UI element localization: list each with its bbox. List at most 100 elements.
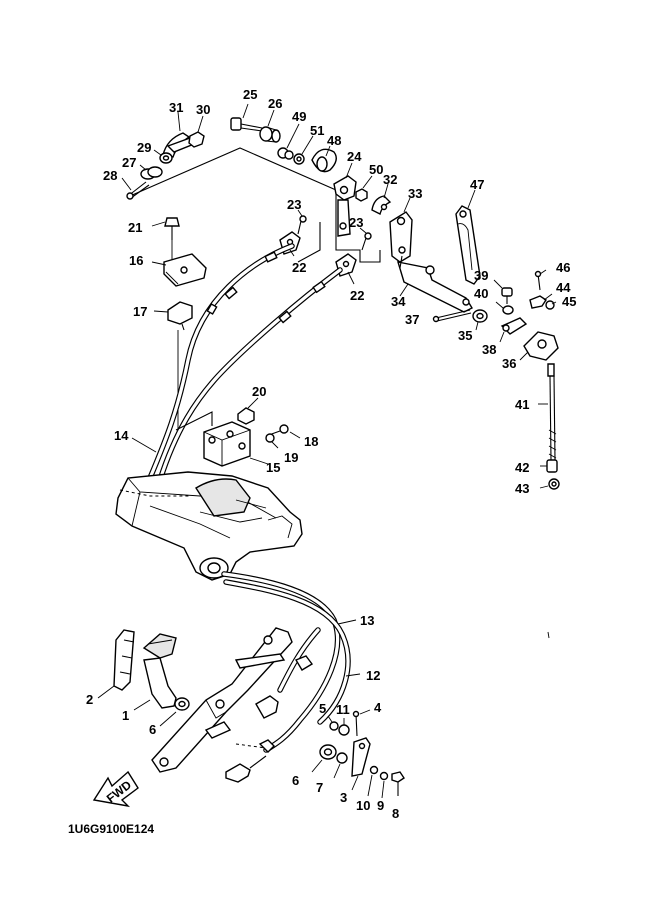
part-47-lever: [455, 189, 481, 285]
part-18-bolt: [265, 424, 301, 439]
callout-9: 9: [377, 798, 384, 813]
callout-18: 18: [304, 434, 318, 449]
part-24-lever: [333, 162, 357, 237]
part-14-cables: [131, 243, 343, 483]
callout-30: 30: [196, 102, 210, 117]
callout-27: 27: [122, 155, 136, 170]
callout-21: 21: [128, 220, 142, 235]
part-3-link: [351, 737, 371, 791]
part-27-bushing: [139, 164, 163, 180]
part-17-clamp: [153, 301, 193, 331]
callout-33: 33: [408, 186, 422, 201]
callout-31: 31: [169, 100, 183, 115]
callout-1: 1: [122, 708, 129, 723]
part-44-clip: [529, 293, 553, 309]
callout-47: 47: [470, 177, 484, 192]
part-23-bolt-left: [297, 209, 307, 235]
part-19-washer: [265, 433, 279, 449]
callout-23-left: 23: [287, 197, 301, 212]
part-45-nut: [545, 300, 557, 310]
part-43-nut: [539, 478, 560, 490]
part-21-screw: [151, 217, 180, 240]
part-4-pin: [352, 709, 371, 737]
callout-46: 46: [556, 260, 570, 275]
part-8-bolt: [391, 771, 405, 796]
part-6-spacer-left: [159, 697, 190, 727]
callout-50: 50: [369, 162, 383, 177]
callout-19: 19: [284, 450, 298, 465]
part-23-bolt-right: [359, 227, 372, 251]
part-33-lever-arm: [389, 197, 413, 263]
callout-2: 2: [86, 692, 93, 707]
callout-6-right: 6: [292, 773, 299, 788]
callout-42: 42: [515, 460, 529, 475]
diagram-code: 1U6G9100E124: [68, 822, 154, 836]
part-26-collar: [259, 109, 281, 143]
part-25-bolt: [230, 103, 263, 132]
part-38-link: [499, 317, 528, 343]
callout-22-left: 22: [292, 260, 306, 275]
callout-16: 16: [129, 253, 143, 268]
callout-38: 38: [482, 342, 496, 357]
callout-7: 7: [316, 780, 323, 795]
part-2-bracket: [97, 629, 135, 699]
callout-26: 26: [268, 96, 282, 111]
part-13-cable: [221, 571, 357, 753]
callout-29: 29: [137, 140, 151, 155]
callout-35: 35: [458, 328, 472, 343]
callout-13: 13: [360, 613, 374, 628]
part-41-rod: [538, 363, 557, 461]
callout-34: 34: [391, 294, 406, 309]
part-34-linkage: [396, 255, 473, 313]
upper-linkage-frame: [129, 147, 381, 263]
callout-15: 15: [266, 460, 280, 475]
part-29-spacer: [153, 149, 173, 164]
callout-36: 36: [502, 356, 516, 371]
callout-6-left: 6: [149, 722, 156, 737]
callout-24: 24: [347, 149, 362, 164]
part-20-grommet: [237, 397, 259, 425]
part-35-bushing: [472, 309, 488, 331]
callout-labels: 25 26 31 30 49 51 48 29 27 28 24 50 32 3…: [86, 87, 576, 821]
callout-39: 39: [474, 268, 488, 283]
callout-49: 49: [292, 109, 306, 124]
part-5-washer: [327, 715, 339, 731]
part-10-washer: [367, 765, 379, 797]
callout-8: 8: [392, 806, 399, 821]
callout-41: 41: [515, 397, 529, 412]
callout-32: 32: [383, 172, 397, 187]
part-16-bracket: [151, 253, 207, 287]
reference-mark: [547, 631, 550, 639]
callout-45: 45: [562, 294, 576, 309]
part-6-spacer-right: [311, 744, 337, 773]
callout-10: 10: [356, 798, 370, 813]
lower-lever-frame: [151, 627, 314, 783]
fwd-arrow-icon: FWD: [92, 770, 139, 808]
part-37-bolt: [432, 309, 472, 323]
part-30-nut: [188, 115, 205, 148]
callout-51: 51: [310, 123, 324, 138]
part-1-lever: [133, 633, 177, 711]
part-40-washer: [495, 301, 514, 315]
callout-28: 28: [103, 168, 117, 183]
part-36-bracket: [519, 331, 559, 361]
callout-14: 14: [114, 428, 129, 443]
part-31-bracket: [162, 111, 196, 158]
part-28-pin: [121, 177, 150, 200]
part-48-bushing: [311, 145, 337, 173]
callout-3: 3: [340, 790, 347, 805]
part-46-pin: [534, 269, 547, 291]
callout-5: 5: [319, 701, 326, 716]
callout-40: 40: [474, 286, 488, 301]
callout-37: 37: [405, 312, 419, 327]
part-11-collar: [338, 718, 350, 736]
part-15-junction-block: [175, 411, 269, 467]
callout-23-right: 23: [349, 215, 363, 230]
part-49-washer: [277, 123, 300, 160]
part-51-washer: [293, 135, 314, 165]
callout-20: 20: [252, 384, 266, 399]
callout-22-right: 22: [350, 288, 364, 303]
part-9-washer: [379, 771, 389, 799]
part-42-joint: [540, 459, 558, 473]
